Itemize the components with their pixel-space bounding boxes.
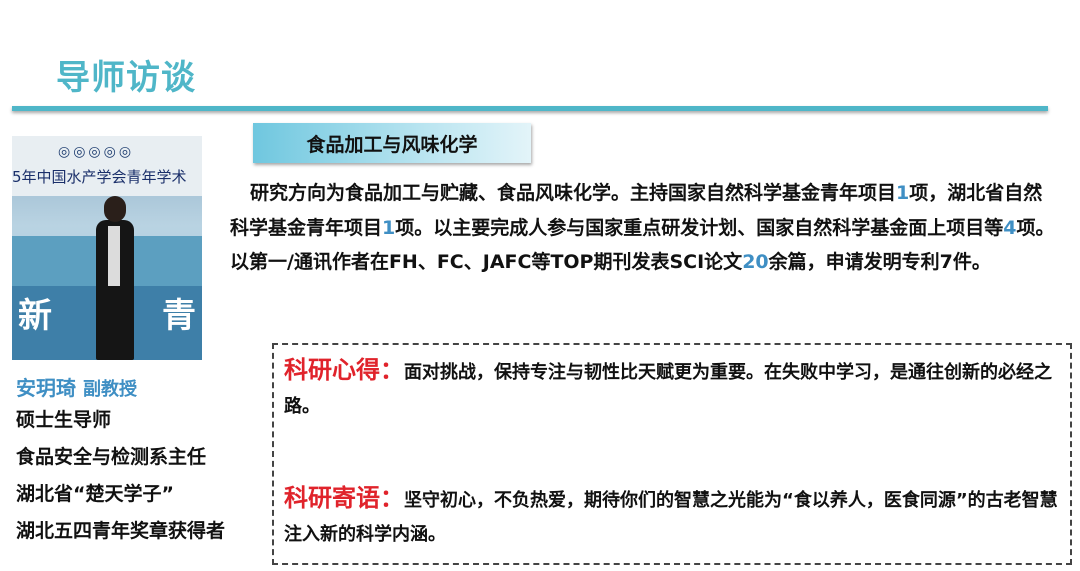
quotes-box: 科研心得：面对挑战，保持专注与韧性比天赋更为重要。在失败中学习，是通往创新的必经… [272, 343, 1072, 565]
subject-label: 食品加工与风味化学 [306, 133, 478, 156]
person-head [104, 196, 126, 222]
person-shirt [108, 226, 120, 286]
research-insight-text: 面对挑战，保持专注与韧性比天赋更为重要。在失败中学习，是通往创新的必经之路。 [284, 362, 1052, 417]
advisor-role-1: 硕士生导师 [16, 409, 112, 431]
paragraph-number-1: 1 [896, 182, 910, 204]
research-message-text: 坚守初心，不负热爱，期待你们的智慧之光能为“食以养人，医食同源”的古老智慧注入新… [284, 490, 1058, 545]
advisor-name-line: 安玥琦 副教授 [16, 372, 225, 402]
advisor-name: 安玥琦 [16, 376, 76, 400]
photo-big-text-right: 青 [162, 296, 196, 336]
paragraph-number-4: 20 [742, 251, 769, 273]
paragraph-text-1: 研究方向为食品加工与贮藏、食品风味化学。主持国家自然科学基金青年项目 [250, 182, 897, 204]
research-message: 科研寄语：坚守初心，不负热爱，期待你们的智慧之光能为“食以养人，医食同源”的古老… [284, 481, 1064, 552]
advisor-honor-2: 湖北五四青年奖章获得者 [16, 520, 226, 542]
paragraph-number-2: 1 [382, 216, 396, 239]
title-divider [12, 106, 1048, 111]
research-insight-tag: 科研心得： [284, 356, 404, 384]
research-insight: 科研心得：面对挑战，保持专注与韧性比天赋更为重要。在失败中学习，是通往创新的必经… [284, 353, 1064, 424]
photo-banner-text: 5年中国水产学会青年学术 [12, 168, 187, 186]
research-message-tag: 科研寄语： [284, 484, 404, 512]
paragraph-number-3: 4 [1003, 216, 1017, 239]
research-paragraph: 研究方向为食品加工与贮藏、食品风味化学。主持国家自然科学基金青年项目1项，湖北省… [230, 176, 1060, 280]
subject-heading: 食品加工与风味化学 [253, 123, 531, 163]
profile-photo: ◎◎◎◎◎ 5年中国水产学会青年学术 新 青 [12, 136, 202, 360]
paragraph-text-5: 余篇，申请发明专利7件。 [768, 251, 991, 273]
photo-logos: ◎◎◎◎◎ [58, 144, 135, 160]
paragraph-text-3: 项。以主要完成人参与国家重点研发计划、国家自然科学基金面上项目等 [395, 216, 1004, 239]
photo-big-text-left: 新 [18, 296, 52, 336]
advisor-honor-1: 湖北省“楚天学子” [16, 483, 174, 505]
profile-info: 安玥琦 副教授 硕士生导师 食品安全与检测系主任 湖北省“楚天学子” 湖北五四青… [16, 372, 225, 550]
photo-banner [12, 136, 202, 196]
advisor-role-2: 食品安全与检测系主任 [16, 446, 207, 468]
page-title: 导师访谈 [56, 58, 196, 98]
paragraph-text-2: 项，湖北省自然科学基金青年项目 [230, 182, 1043, 239]
advisor-rank: 副教授 [82, 379, 137, 400]
paragraph-text-4: 项。以第一/通讯作者在FH、FC、JAFC等TOP期刊发表SCI论文 [230, 216, 1055, 274]
